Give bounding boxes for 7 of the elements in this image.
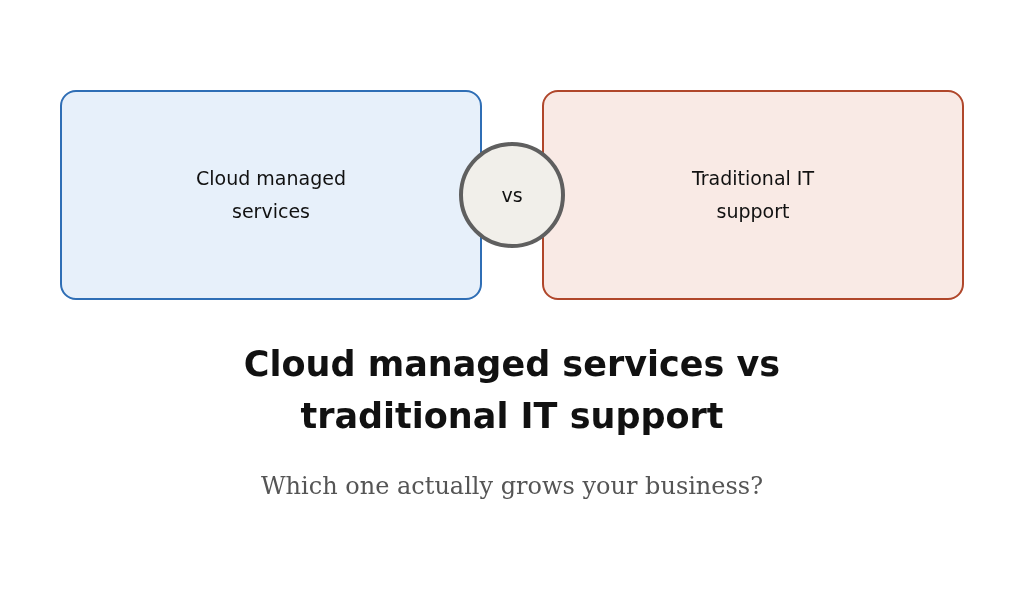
vs-label: vs [501, 182, 523, 208]
title: Cloud managed services vs traditional IT support [242, 343, 782, 438]
box-label: Cloud managed services [195, 166, 347, 224]
box-label: Traditional IT support [690, 166, 816, 224]
comparison-box [60, 90, 482, 300]
subtitle: Which one actually grows your business? [259, 472, 765, 500]
comparison-box [542, 90, 964, 300]
